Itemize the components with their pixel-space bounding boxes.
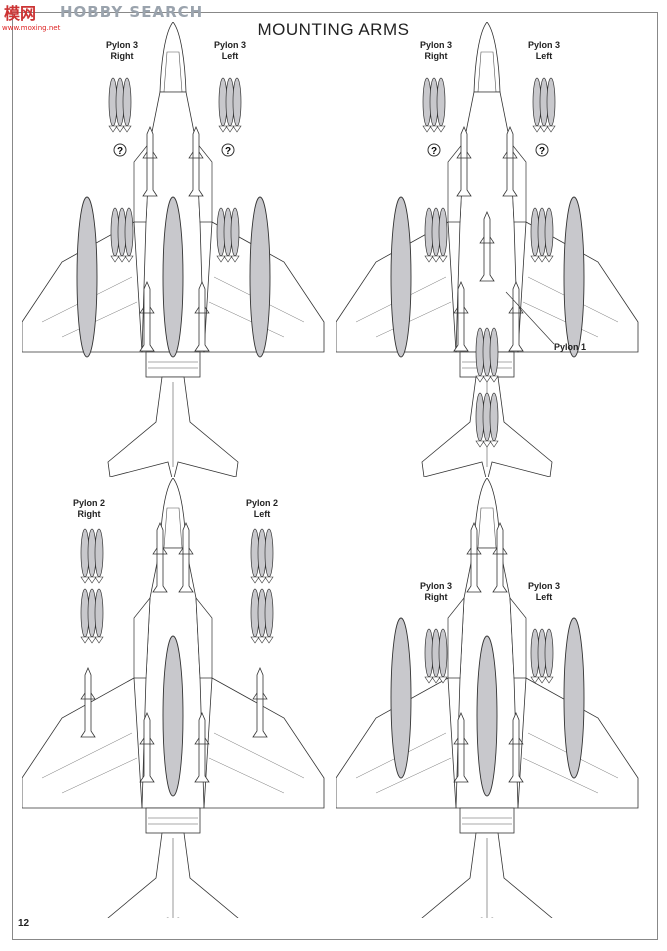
watermark-text: HOBBY SEARCH — [60, 3, 204, 21]
svg-text:?: ? — [431, 146, 437, 157]
svg-text:?: ? — [117, 146, 123, 157]
watermark-sub: www.moxing.net — [2, 24, 61, 32]
svg-text:?: ? — [539, 146, 545, 157]
page-number: 12 — [18, 918, 30, 929]
page-title: MOUNTING ARMS — [257, 20, 410, 39]
watermark-logo-icon: 模网 — [4, 4, 36, 23]
svg-text:模网: 模网 — [4, 4, 36, 23]
page-frame — [12, 12, 658, 940]
svg-text:?: ? — [225, 146, 231, 157]
watermark-header: 模网 HOBBY SEARCH www.moxing.net — [0, 0, 667, 32]
pylon-1-label: Pylon 1 — [554, 342, 587, 352]
